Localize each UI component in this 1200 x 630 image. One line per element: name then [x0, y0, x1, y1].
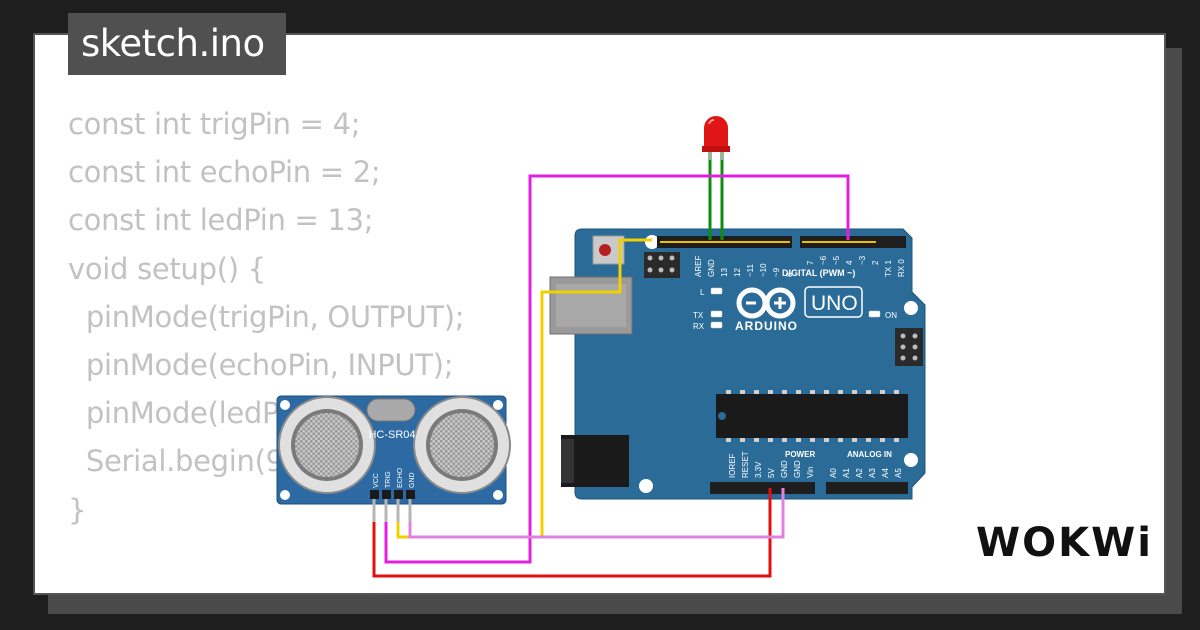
pin-label: 2 [871, 260, 880, 265]
power-pin-label: Vin [806, 467, 815, 478]
power-pin-label: GND [780, 460, 789, 478]
icsp-header-2 [895, 328, 923, 366]
pin-label: ~3 [858, 255, 867, 265]
sensor-label: HC-SR04 [368, 429, 415, 441]
code-line: } [68, 492, 87, 527]
wire-magenta-trig [384, 522, 532, 564]
pin-label: ~9 [772, 267, 781, 277]
transducer-left [278, 396, 376, 494]
file-tab-sketch[interactable]: sketch.ino [68, 13, 286, 75]
pin-label: 8 [785, 272, 794, 277]
led-on-label: ON [885, 311, 897, 320]
led-l-label: L [700, 288, 705, 297]
code-line: pinMode(trigPin, OUTPUT); [68, 299, 465, 334]
code-line: pinMode(echoPin, INPUT); [68, 348, 454, 383]
pin-label: TX 1 [884, 260, 893, 277]
pin-label: 13 [720, 268, 729, 277]
transducer-right [413, 396, 511, 494]
arduino-logo [736, 287, 796, 319]
led-tx-label: TX [693, 311, 704, 320]
analog-pin-label: A3 [868, 468, 877, 478]
analog-pin-label: A0 [829, 468, 838, 478]
pin-label: GND [707, 259, 716, 277]
wire-red-vcc [372, 488, 772, 578]
wire-yellow-echo [396, 522, 542, 539]
analog-pin-header[interactable] [826, 482, 908, 494]
wire-yellow [540, 238, 652, 537]
sensor-pin-label: ECHO [397, 467, 404, 488]
power-pin-label: IOREF [728, 453, 737, 478]
red-led[interactable] [702, 116, 730, 240]
code-line: void setup() { [68, 251, 266, 286]
analog-label: ANALOG IN [847, 450, 892, 459]
code-line: const int echoPin = 2; [68, 155, 381, 190]
pin-label: ~11 [746, 263, 755, 277]
wire-magenta-top [528, 174, 850, 537]
power-pin-label: 5V [767, 468, 776, 478]
power-label: POWER [785, 450, 815, 459]
wire-pink-gnd [408, 488, 785, 539]
analog-pin-label: A1 [842, 468, 851, 478]
pin-label: RX 0 [897, 259, 906, 277]
pin-label: ~5 [832, 255, 841, 265]
analog-pin-label: A2 [855, 468, 864, 478]
uno-model: UNO [811, 292, 858, 315]
arduino-uno-board[interactable]: AREF GND 13 12 ~11 ~10 ~9 8 7 ~6 ~5 4 ~3… [549, 228, 926, 500]
crystal-oscillator [366, 398, 416, 422]
atmega-chip [716, 390, 908, 442]
pin-label: AREF [694, 256, 703, 277]
pin-label: 12 [733, 268, 742, 277]
ultrasonic-sensor[interactable]: HC-SR04 VCC TRIG ECHO GND [276, 395, 511, 522]
power-pin-header[interactable] [710, 482, 815, 494]
digital-pin-header[interactable] [657, 236, 906, 248]
led-rx [710, 321, 723, 329]
led-l [710, 287, 723, 295]
pin-label: ~6 [819, 255, 828, 265]
dc-power-jack [561, 435, 629, 487]
power-pin-label: 3.3V [754, 461, 763, 478]
code-line: const int ledPin = 13; [68, 203, 374, 238]
power-pin-label: RESET [741, 451, 750, 478]
led-rx-label: RX [693, 322, 705, 331]
code-line: const int trigPin = 4; [68, 107, 361, 141]
pin-label: 7 [806, 260, 815, 265]
pin-label: ~10 [759, 263, 768, 277]
sensor-pin-label: VCC [373, 473, 380, 488]
analog-pin-label: A4 [881, 468, 890, 478]
arduino-brand: ARDUINO [735, 319, 798, 333]
sensor-pin-label: TRIG [385, 471, 392, 488]
power-pin-label: GND [793, 460, 802, 478]
sensor-pin-label: GND [409, 472, 416, 488]
icsp-header [644, 252, 680, 278]
wokwi-logo: WOKWi [976, 520, 1153, 566]
analog-pin-label: A5 [894, 468, 903, 478]
led-on [868, 310, 881, 318]
pin-label: 4 [845, 260, 854, 265]
digital-header-label: DIGITAL (PWM ~) [782, 268, 855, 278]
led-tx [710, 310, 723, 318]
